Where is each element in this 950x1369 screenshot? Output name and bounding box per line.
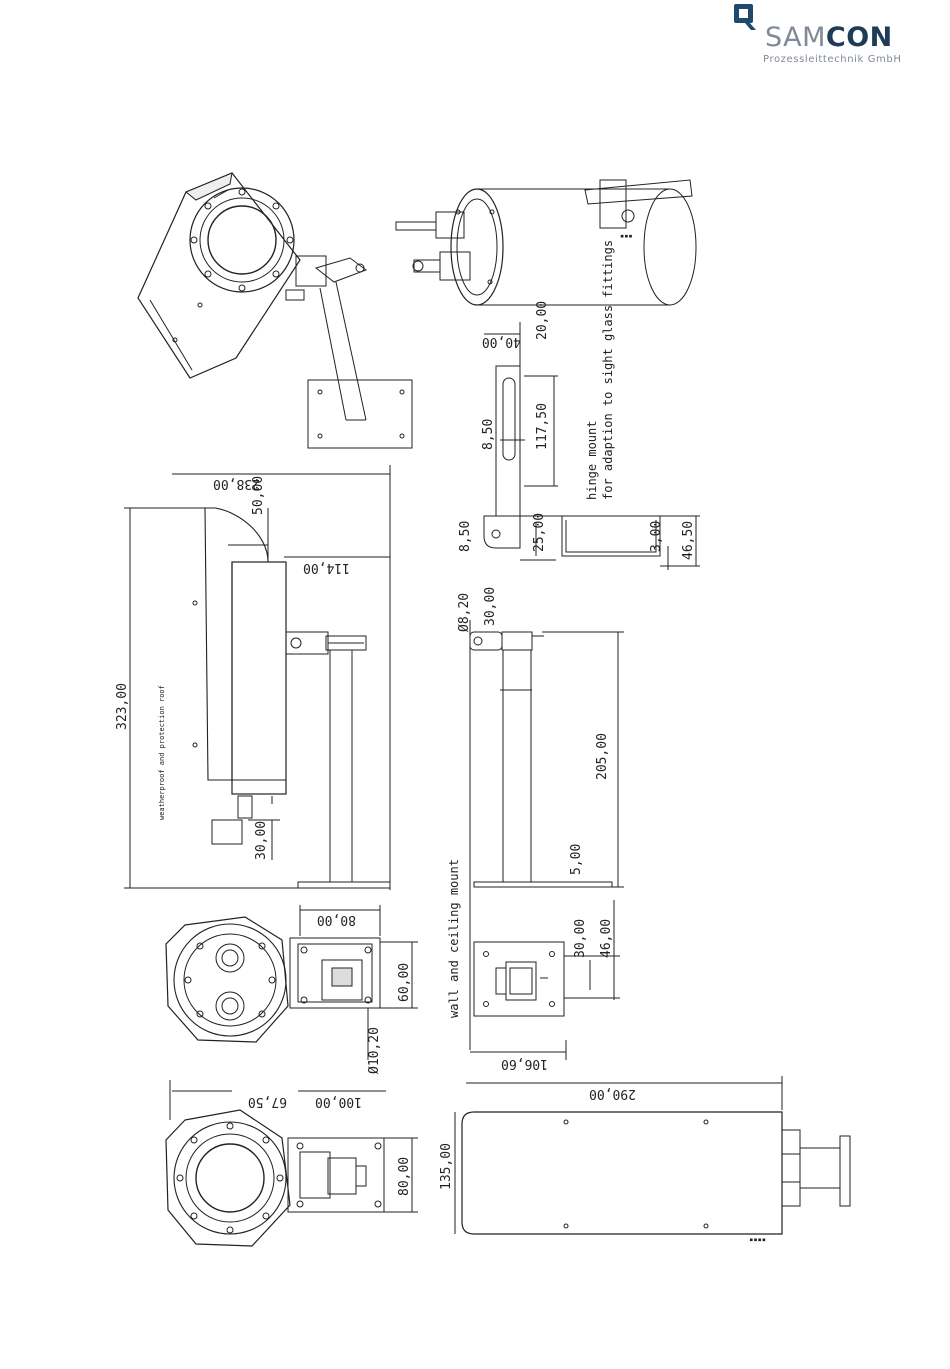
- wall-ceiling-mount-view: Ø8,20 30,00 205,00 5,00 wall and ceiling…: [447, 587, 624, 1071]
- dim-40: 40,00: [482, 334, 521, 349]
- dim-3: 3,00: [649, 521, 664, 552]
- samcon-logo: SAMCON Prozessleittechnik GmbH: [732, 2, 907, 72]
- dim-25: 25,00: [532, 513, 547, 552]
- dim-67-50: 67,50: [248, 1094, 287, 1109]
- dim-50: 50,00: [251, 476, 266, 515]
- side-view-roof: 238,00 50,00 114,00 323,00 weatherproof …: [115, 465, 391, 890]
- note-hinge-line1: hinge mount: [585, 421, 599, 500]
- top-view-housing: ▪▪▪▪ 290,00 135,00: [439, 1076, 851, 1244]
- samcon-q-mark-icon: [734, 4, 756, 30]
- dim-60: 60,00: [397, 963, 412, 1002]
- hinge-part-label: ▪▪▪: [620, 232, 633, 240]
- dim-114: 114,00: [303, 560, 350, 575]
- perspective-view-hinge: ▪▪▪: [395, 179, 697, 306]
- logo-brand-con: CON: [825, 22, 893, 53]
- top-view-part-label: ▪▪▪▪: [749, 1236, 766, 1244]
- dim-117-50: 117,50: [535, 403, 550, 450]
- dim-30-wall: 30,00: [483, 587, 498, 626]
- front-view-glands: 80,00 60,00 Ø10,20: [165, 905, 418, 1074]
- note-wall-ceiling: wall and ceiling mount: [447, 859, 461, 1018]
- dim-135: 135,00: [439, 1143, 454, 1190]
- logo-brand: SAMCON: [765, 22, 893, 53]
- dim-323: 323,00: [115, 683, 130, 730]
- dim-8-50-top: 8,50: [481, 419, 496, 450]
- dim-46: 46,00: [599, 919, 614, 958]
- dim-80-window: 80,00: [397, 1157, 412, 1196]
- logo-subtitle: Prozessleittechnik GmbH: [763, 54, 902, 65]
- dim-205: 205,00: [595, 733, 610, 780]
- note-weatherproof-roof: weatherproof and protection roof: [158, 685, 166, 820]
- dim-5: 5,00: [569, 844, 584, 875]
- dim-30-roof: 30,00: [254, 821, 269, 860]
- dim-290: 290,00: [589, 1086, 636, 1101]
- dim-238: 238,00: [213, 476, 260, 491]
- dim-20: 20,00: [535, 301, 550, 340]
- dim-diameter-10-20: Ø10,20: [367, 1027, 382, 1074]
- dim-8-50-bottom: 8,50: [458, 521, 473, 552]
- dim-30-plate: 30,00: [573, 919, 588, 958]
- dim-100: 100,00: [315, 1094, 362, 1109]
- dim-46-50: 46,50: [681, 521, 696, 560]
- dim-diameter-8-20: Ø8,20: [457, 593, 472, 632]
- hinge-mount-view: 40,00 20,00 8,50 117,50 hinge mount for …: [458, 240, 700, 570]
- dim-80-front: 80,00: [317, 912, 356, 927]
- note-hinge-line2: for adaption to sight glass fittings: [601, 240, 615, 500]
- logo-brand-sam: SAM: [765, 22, 826, 53]
- front-view-window: 67,50 100,00 80,00: [165, 1080, 418, 1247]
- perspective-view-bracket: [137, 172, 413, 449]
- dim-106-60: 106,60: [501, 1056, 548, 1071]
